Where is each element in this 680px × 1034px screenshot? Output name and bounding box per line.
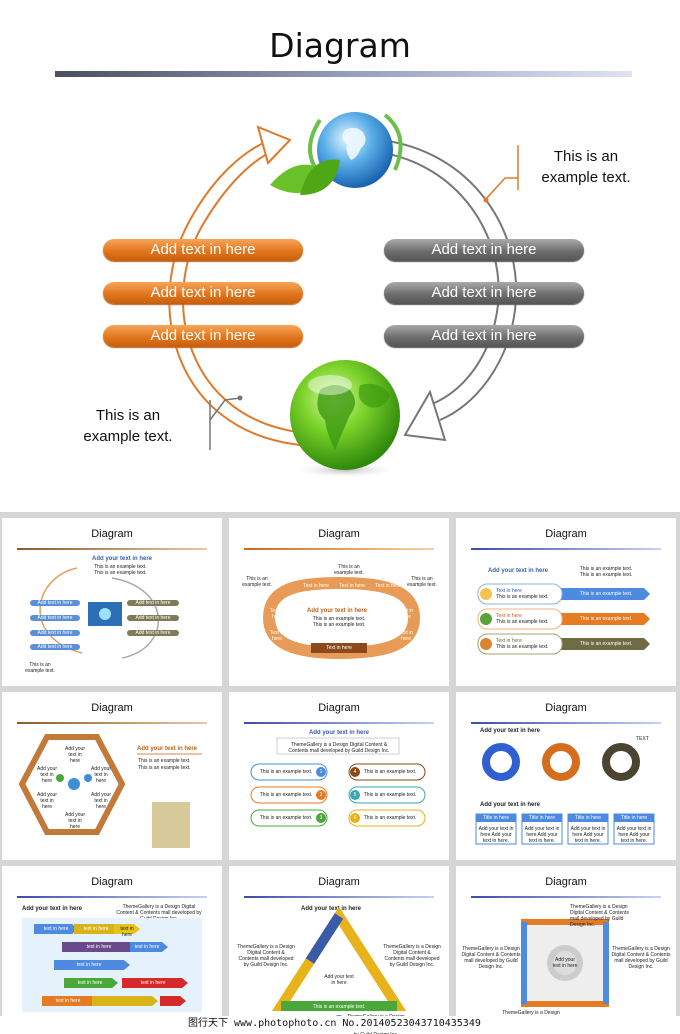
thumbnail-title: Diagram	[91, 876, 133, 888]
gray-arrow-head	[403, 389, 447, 442]
cycle-diagram	[168, 112, 519, 478]
thumbnail-title: Diagram	[545, 876, 587, 888]
thumbnail-title: Diagram	[91, 528, 133, 540]
thumbnail-8[interactable]: Diagram Add your text in here Add your t…	[229, 866, 449, 1034]
page-title: Diagram	[269, 26, 411, 65]
thumbnail-title: Diagram	[91, 702, 133, 714]
thumbnail-3[interactable]: Diagram Add your text in here This is an…	[456, 518, 676, 686]
thumbnail-title: Diagram	[318, 876, 360, 888]
note-top-right: This is an example text.	[541, 148, 631, 186]
thumbnail-5[interactable]: Diagram Add your text in here ThemeGalle…	[229, 692, 449, 860]
thumbnail-7[interactable]: Diagram Add your text in here ThemeGalle…	[2, 866, 222, 1034]
thumbnail-title: Diagram	[318, 702, 360, 714]
right-pill-3: Add text in here	[384, 325, 584, 347]
thumbnail-grid: Diagram Add your text in here This is an…	[0, 512, 680, 1034]
thumbnail-4[interactable]: Diagram Add your text in here Add your t…	[2, 692, 222, 860]
watermark-footer: 图行天下 www.photophoto.cn No.20140523043710…	[0, 1016, 680, 1032]
thumbnail-6[interactable]: Diagram Add your text in here TEXT Add y…	[456, 692, 676, 860]
thumbnail-9[interactable]: Diagram Add your text in here ThemeGalle…	[456, 866, 676, 1034]
right-pill-1: Add text in here	[384, 239, 584, 261]
hero-slide: Diagram	[0, 0, 680, 512]
left-pill-2: Add text in here	[103, 282, 303, 304]
orange-arrow-head	[256, 125, 292, 165]
callout-line-left	[209, 397, 241, 421]
right-pill-2: Add text in here	[384, 282, 584, 304]
callout-line-right	[484, 177, 518, 201]
thumbnail-1[interactable]: Diagram Add your text in here This is an…	[2, 518, 222, 686]
thumbnail-title: Diagram	[318, 528, 360, 540]
thumbnail-2[interactable]: Diagram Text in here Text in here Text i…	[229, 518, 449, 686]
left-pill-3: Add text in here	[103, 325, 303, 347]
thumbnail-title: Diagram	[545, 702, 587, 714]
title-underline	[55, 71, 632, 77]
left-pill-1: Add text in here	[103, 239, 303, 261]
note-bottom-left: This is an example text.	[83, 407, 173, 445]
thumbnail-title: Diagram	[545, 528, 587, 540]
